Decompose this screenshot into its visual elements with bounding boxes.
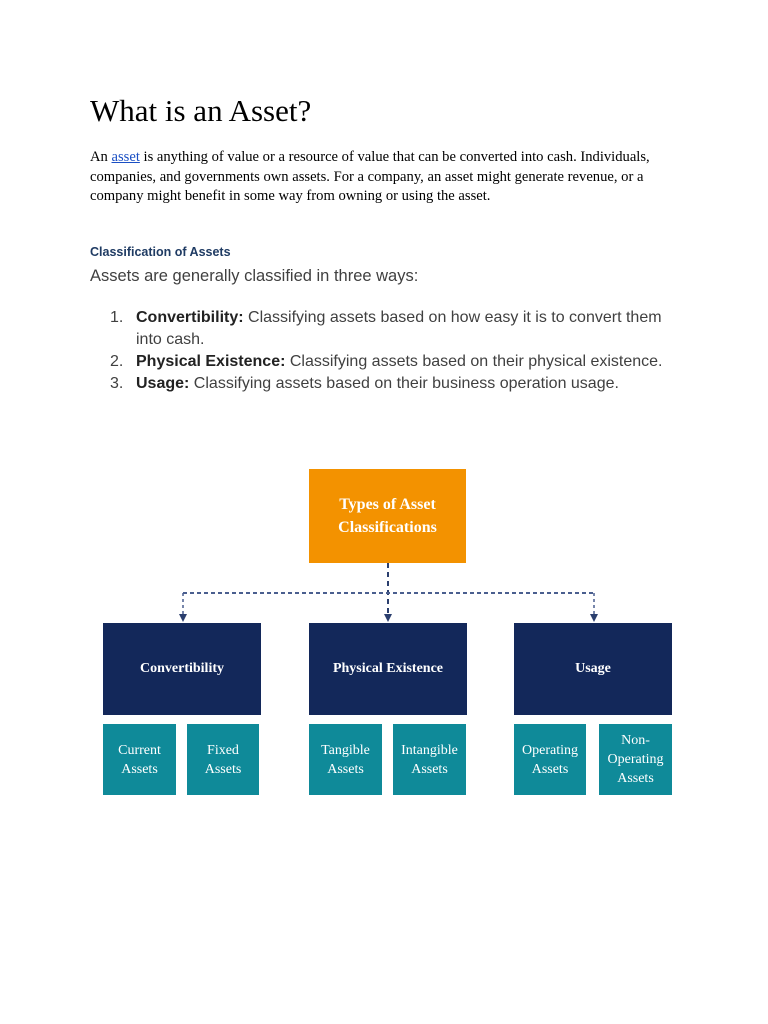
root-box: Types of Asset Classifications: [309, 469, 466, 563]
classification-list: 1. Convertibility: Classifying assets ba…: [110, 307, 680, 395]
leaf-box-non-operating-assets: Non- Operating Assets: [599, 724, 672, 795]
category-label: Convertibility: [140, 661, 224, 676]
intro-paragraph: An asset is anything of value or a resou…: [90, 148, 690, 207]
list-text: Classifying assets based on their busine…: [189, 375, 619, 392]
leaf-label-line: Assets: [531, 761, 569, 777]
leaf-box-operating-assets: Operating Assets: [514, 724, 586, 795]
category-label: Usage: [575, 661, 611, 676]
leaf-label-line: Intangible: [401, 742, 458, 758]
asset-link[interactable]: asset: [111, 149, 140, 165]
intro-text-start: An: [90, 149, 112, 165]
list-item-usage: 3. Usage: Classifying assets based on th…: [110, 373, 680, 395]
root-label-line: Types of Asset: [339, 496, 436, 513]
leaf-label-line: Operating: [607, 752, 664, 767]
lead-text: Assets are generally classified in three…: [90, 267, 419, 285]
list-number: 3.: [110, 375, 124, 392]
list-item-convertibility: 1. Convertibility: Classifying assets ba…: [110, 307, 680, 351]
leaf-label-line: Assets: [204, 761, 242, 777]
page-title: What is an Asset?: [90, 93, 312, 128]
list-number: 2.: [110, 353, 124, 370]
leaf-label-line: Assets: [327, 761, 364, 777]
list-text: Classifying assets based on their physic…: [285, 353, 663, 370]
arrow-head-icon: [384, 614, 392, 622]
leaf-box-fixed-assets: Fixed Assets: [187, 724, 259, 795]
leaf-box-current-assets: Current Assets: [103, 724, 176, 795]
category-label: Physical Existence: [332, 661, 444, 676]
leaf-label-line: Non-: [621, 733, 650, 748]
category-box-physical-existence: Physical Existence: [309, 623, 467, 715]
leaf-label-line: Assets: [411, 761, 448, 777]
list-number: 1.: [110, 309, 124, 326]
leaf-box-intangible-assets: Intangible Assets: [393, 724, 466, 795]
list-term: Usage:: [136, 375, 190, 392]
category-box-convertibility: Convertibility: [103, 623, 261, 715]
list-item-physical-existence: 2. Physical Existence: Classifying asset…: [110, 351, 680, 373]
root-label-line: Classifications: [338, 519, 437, 536]
leaf-label-line: Assets: [121, 761, 158, 777]
category-box-usage: Usage: [514, 623, 672, 715]
leaf-label-line: Tangible: [321, 742, 370, 758]
leaf-label-line: Fixed: [207, 742, 239, 758]
leaf-label-line: Assets: [617, 771, 654, 786]
list-term: Physical Existence:: [136, 353, 286, 370]
leaf-box-tangible-assets: Tangible Assets: [309, 724, 382, 795]
list-term: Convertibility:: [136, 309, 244, 326]
leaf-label-line: Operating: [522, 742, 578, 758]
list-text: Classifying assets based on how easy it …: [136, 309, 662, 348]
intro-text-rest: is anything of value or a resource of va…: [90, 149, 650, 204]
section-heading: Classification of Assets: [90, 245, 231, 259]
leaf-label-line: Current: [118, 742, 161, 758]
arrow-head-icon: [179, 614, 187, 622]
arrow-head-icon: [590, 614, 598, 622]
